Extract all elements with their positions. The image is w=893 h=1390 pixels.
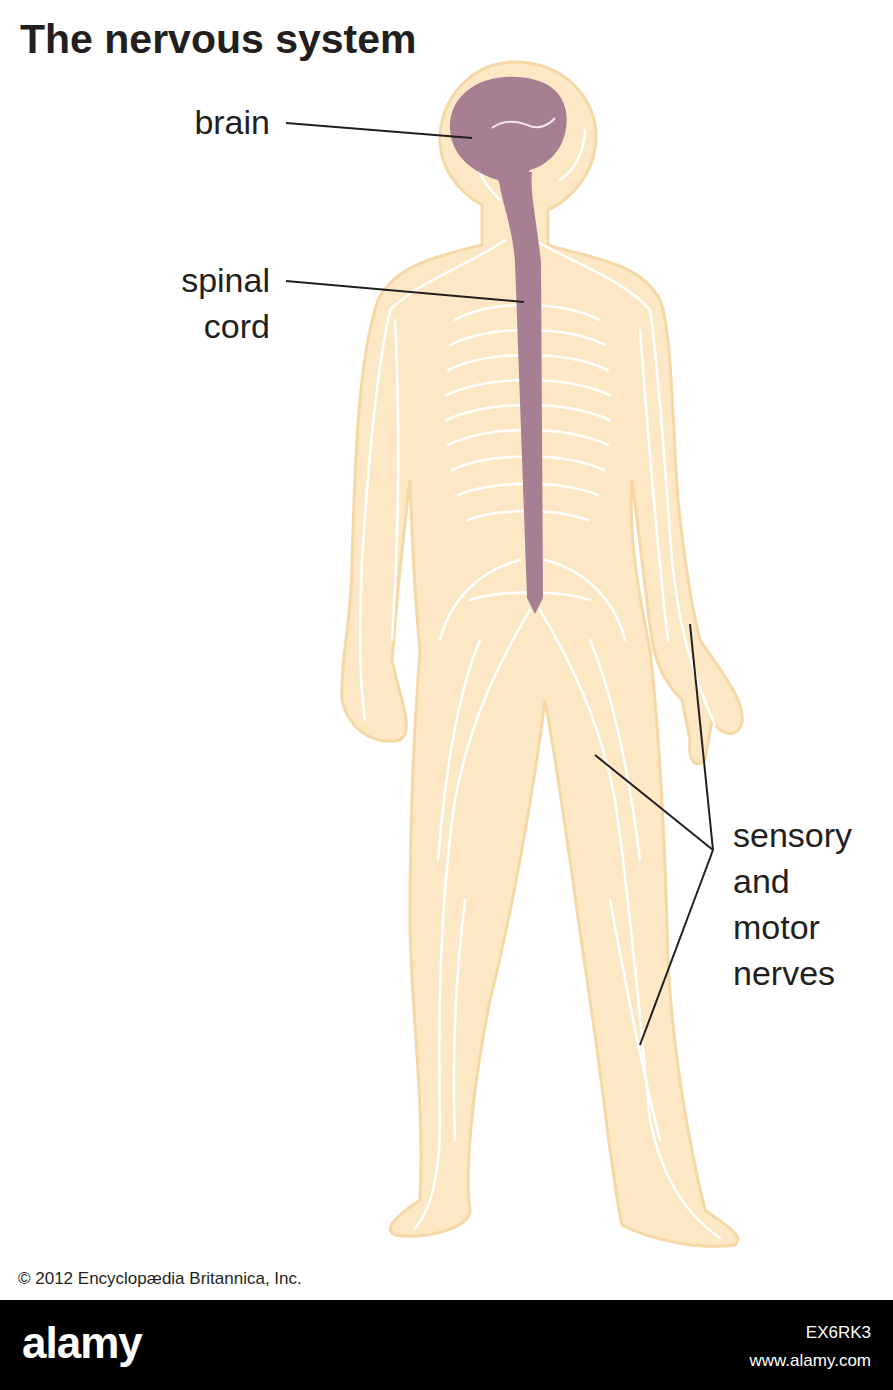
copyright-note: © 2012 Encyclopædia Britannica, Inc. [18,1268,302,1290]
watermark-logo: alamy [22,1317,142,1369]
watermark-url: www.alamy.com [749,1350,871,1372]
watermark-bar [0,1300,893,1390]
leader-lines [286,123,713,1045]
body-silhouette [342,62,742,1246]
part-label: brain [70,99,270,145]
nerve-lines [360,130,720,1238]
part-label: sensory and motor nerves [733,812,873,996]
brain-fold [492,118,555,128]
brain [450,77,567,189]
part-label: spinal cord [150,257,270,349]
spinal-cord [498,172,543,614]
diagram-title: The nervous system [20,14,417,64]
watermark-id: EX6RK3 [806,1322,871,1344]
